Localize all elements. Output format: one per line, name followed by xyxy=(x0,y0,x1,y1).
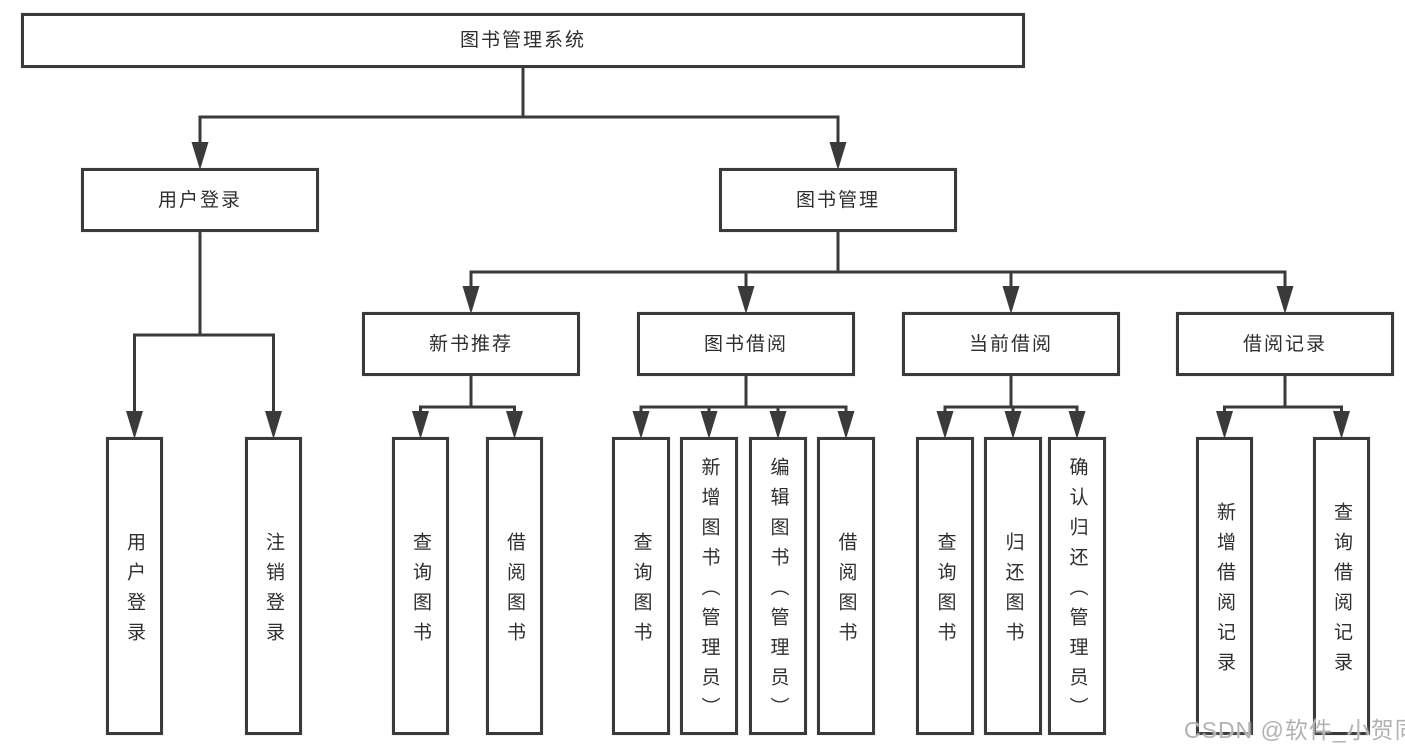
node-label: 新增借阅记录 xyxy=(1214,501,1235,682)
node-user-login: 用户登录 xyxy=(81,168,319,232)
arrowhead-down-icon xyxy=(1333,411,1350,439)
node-borrow-books-leaf: 借阅图书 xyxy=(817,437,875,735)
arrowhead-down-icon xyxy=(462,286,480,314)
arrowhead-down-icon xyxy=(1004,411,1022,439)
arrowhead-down-icon xyxy=(506,411,523,439)
node-label: 查询图书 xyxy=(934,531,956,652)
node-return-books-leaf: 归还图书 xyxy=(984,437,1042,735)
node-label: 确认归还（管理员） xyxy=(1066,456,1088,727)
node-confirm-return-admin-leaf: 确认归还（管理员） xyxy=(1048,437,1106,735)
node-library-system: 图书管理系统 xyxy=(21,13,1025,68)
node-query-books-leaf: 查询图书 xyxy=(916,437,974,735)
arrowhead-down-icon xyxy=(1068,411,1086,439)
node-label: 图书管理系统 xyxy=(459,30,586,51)
node-label: 注销登录 xyxy=(263,531,284,652)
node-label: 用户登录 xyxy=(124,531,145,652)
arrowhead-down-icon xyxy=(769,411,787,439)
node-new-book-recommend: 新书推荐 xyxy=(362,312,580,376)
node-query-books-leaf: 查询图书 xyxy=(392,437,449,735)
arrowhead-down-icon xyxy=(700,411,718,439)
node-logout-leaf: 注销登录 xyxy=(245,437,302,735)
watermark: CSDN @软件_小贺同学 xyxy=(1184,717,1405,743)
arrowhead-down-icon xyxy=(265,411,282,439)
node-label: 图书借阅 xyxy=(703,333,788,355)
node-query-borrow-record-leaf: 查询借阅记录 xyxy=(1313,437,1370,735)
arrowhead-down-icon xyxy=(1216,411,1233,439)
arrowhead-down-icon xyxy=(632,411,650,439)
arrowhead-down-icon xyxy=(829,142,847,170)
node-label: 查询图书 xyxy=(630,531,652,652)
arrowhead-down-icon xyxy=(837,411,855,439)
node-add-books-admin-leaf: 新增图书（管理员） xyxy=(680,437,738,735)
node-borrow-books-leaf: 借阅图书 xyxy=(486,437,543,735)
arrowhead-down-icon xyxy=(936,411,954,439)
node-label: 借阅图书 xyxy=(835,531,857,652)
node-label: 当前借阅 xyxy=(968,333,1053,355)
arrowhead-down-icon xyxy=(126,411,143,439)
node-current-borrow: 当前借阅 xyxy=(902,312,1120,376)
node-add-borrow-record-leaf: 新增借阅记录 xyxy=(1196,437,1253,735)
node-book-management: 图书管理 xyxy=(719,168,957,232)
arrowhead-down-icon xyxy=(737,286,755,314)
node-borrow-records: 借阅记录 xyxy=(1176,312,1394,376)
node-user-login-leaf: 用户登录 xyxy=(106,437,163,735)
arrowhead-down-icon xyxy=(1276,286,1294,314)
node-label: 查询借阅记录 xyxy=(1331,501,1352,682)
node-label: 编辑图书（管理员） xyxy=(767,456,789,727)
arrowhead-down-icon xyxy=(1002,286,1020,314)
node-edit-books-admin-leaf: 编辑图书（管理员） xyxy=(749,437,807,735)
node-label: 新增图书（管理员） xyxy=(698,456,720,727)
node-label: 归还图书 xyxy=(1002,531,1024,652)
arrowhead-down-icon xyxy=(191,142,209,170)
node-label: 查询图书 xyxy=(410,531,431,652)
node-label: 用户登录 xyxy=(157,189,242,211)
node-book-borrow: 图书借阅 xyxy=(637,312,855,376)
arrowhead-down-icon xyxy=(412,411,429,439)
node-label: 图书管理 xyxy=(795,189,880,211)
node-label: 借阅记录 xyxy=(1242,333,1327,355)
node-label: 借阅图书 xyxy=(504,531,525,652)
node-label: 新书推荐 xyxy=(428,333,513,355)
node-query-books-leaf: 查询图书 xyxy=(612,437,670,735)
